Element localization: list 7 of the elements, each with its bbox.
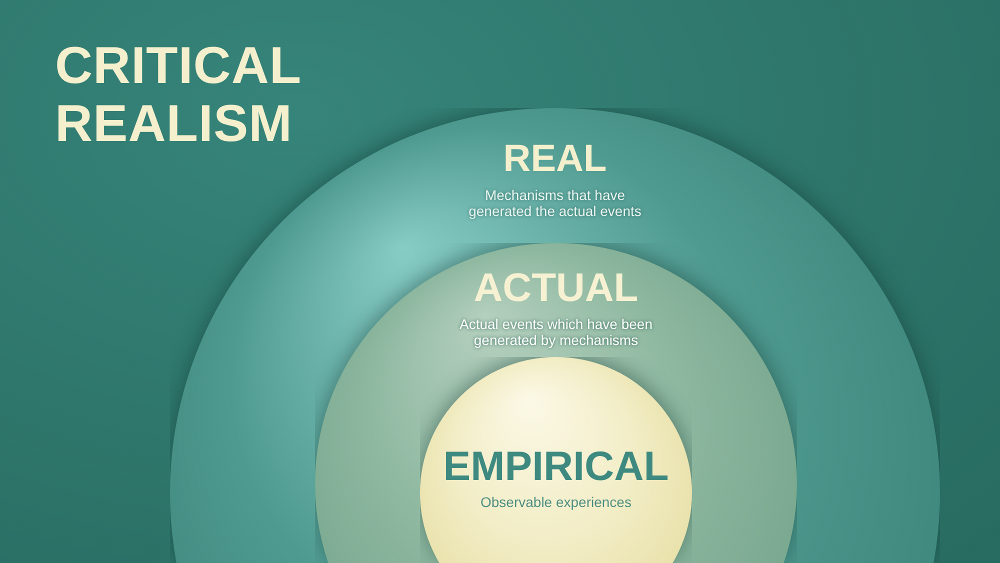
layer-heading: EMPIRICAL [443, 443, 669, 490]
layer-description: Actual events which have been generated by mechanisms [458, 316, 654, 348]
layer-heading: ACTUAL [474, 265, 638, 311]
title-heading: CRITICAL REALISM [55, 37, 302, 153]
layer-description: Mechanisms that have generated the actual events [468, 187, 642, 219]
layer-heading: REAL [503, 138, 607, 182]
layer-description: Observable experiences [480, 494, 632, 510]
